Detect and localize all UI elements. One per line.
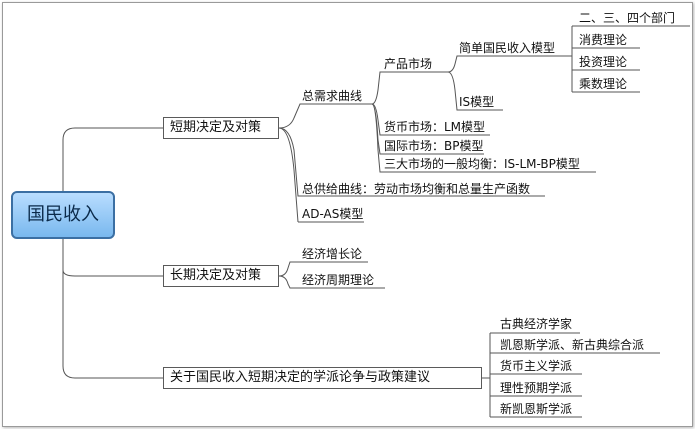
branch-short-term: 短期决定及对策 [163, 117, 279, 139]
root-node: 国民收入 [11, 191, 115, 239]
connector-dem-product [371, 71, 448, 105]
leaf-monetarism: 货币主义学派 [500, 359, 573, 373]
node-ad-as-model: AD-AS模型 [302, 207, 364, 221]
node-product-market: 产品市场 [384, 57, 433, 71]
leaf-new-keynesian: 新凯恩斯学派 [500, 402, 573, 416]
leaf-sectors: 二、三、四个部门 [579, 11, 676, 25]
leaf-rational-expectations: 理性预期学派 [500, 381, 573, 395]
leaf-cycle-theory: 经济周期理论 [302, 273, 375, 287]
connector-prod-simple [447, 55, 565, 73]
branch-schools-debate: 关于国民收入短期决定的学派论争与政策建议 [163, 367, 482, 389]
leaf-growth-theory: 经济增长论 [302, 247, 363, 261]
leaf-consumption-theory: 消费理论 [579, 33, 628, 47]
leaf-keynesian-neoclassical: 凯恩斯学派、新古典综合派 [500, 338, 645, 352]
node-international-market: 国际市场：BP模型 [384, 139, 484, 153]
node-aggregate-demand: 总需求曲线 [302, 89, 363, 103]
connector-prod-is [447, 71, 503, 111]
connector-short-dem [278, 103, 372, 129]
connector-root-school [62, 239, 163, 379]
node-general-equilibrium: 三大市场的一般均衡：IS-LM-BP模型 [384, 157, 580, 171]
node-money-market: 货币市场：LM模型 [384, 120, 486, 134]
node-simple-income-model: 简单国民收入模型 [459, 41, 556, 55]
connector-dem-general [371, 103, 596, 173]
node-is-model: IS模型 [459, 95, 495, 109]
branch-long-term: 长期决定及对策 [163, 265, 279, 287]
connector-short-adas [278, 127, 299, 223]
leaf-investment-theory: 投资理论 [579, 55, 628, 69]
connector-root-trunk [62, 127, 163, 191]
leaf-classical-economists: 古典经济学家 [500, 317, 573, 331]
node-aggregate-supply: 总供给曲线：劳动市场均衡和总量生产函数 [302, 182, 531, 196]
connector-root-long [62, 239, 163, 277]
leaf-multiplier-theory: 乘数理论 [579, 77, 628, 91]
